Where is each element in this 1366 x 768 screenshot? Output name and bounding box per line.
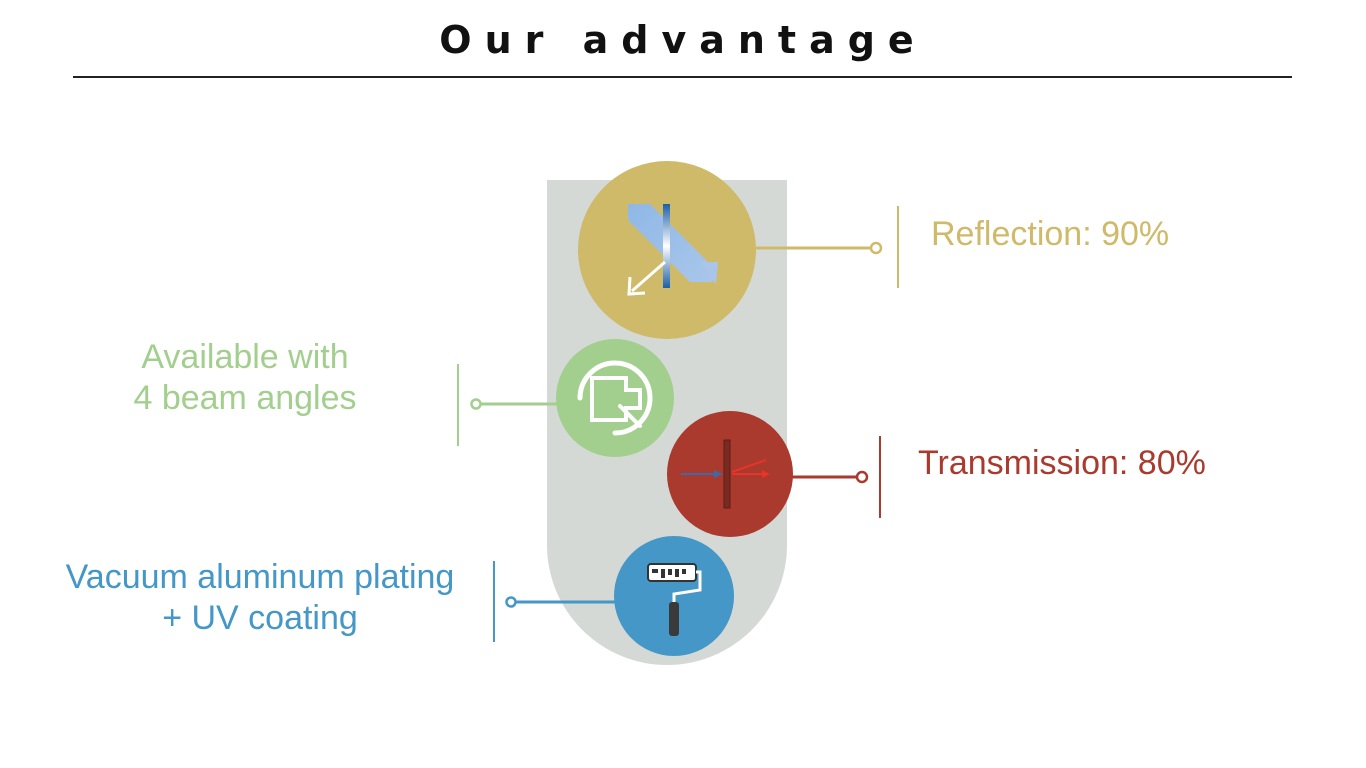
page-title: Our advantage	[439, 18, 927, 62]
coating-label: Vacuum aluminum plating + UV coating	[40, 557, 480, 639]
coating-connector	[493, 561, 618, 642]
paint-roller-icon	[647, 563, 702, 636]
beam-angles-line-2: 4 beam angles	[133, 378, 357, 417]
beam-angles-label: Available with 4 beam angles	[100, 337, 390, 419]
light-transmission-icon	[681, 439, 770, 509]
title-divider	[73, 76, 1292, 78]
transmission-connector	[790, 436, 881, 518]
wrench-angle-icon	[577, 360, 653, 436]
coating-line-1: Vacuum aluminum plating	[65, 558, 455, 596]
reflection-label: Reflection: 90%	[931, 215, 1170, 253]
beam-angles-line-1: Available with	[141, 338, 349, 376]
angles-circle	[556, 339, 674, 457]
transmission-label: Transmission: 80%	[918, 444, 1206, 482]
mirror-reflection-icon	[627, 204, 718, 296]
reflection-connector	[745, 206, 899, 288]
angles-connector	[457, 364, 560, 446]
coating-line-2: + UV coating	[162, 598, 358, 637]
